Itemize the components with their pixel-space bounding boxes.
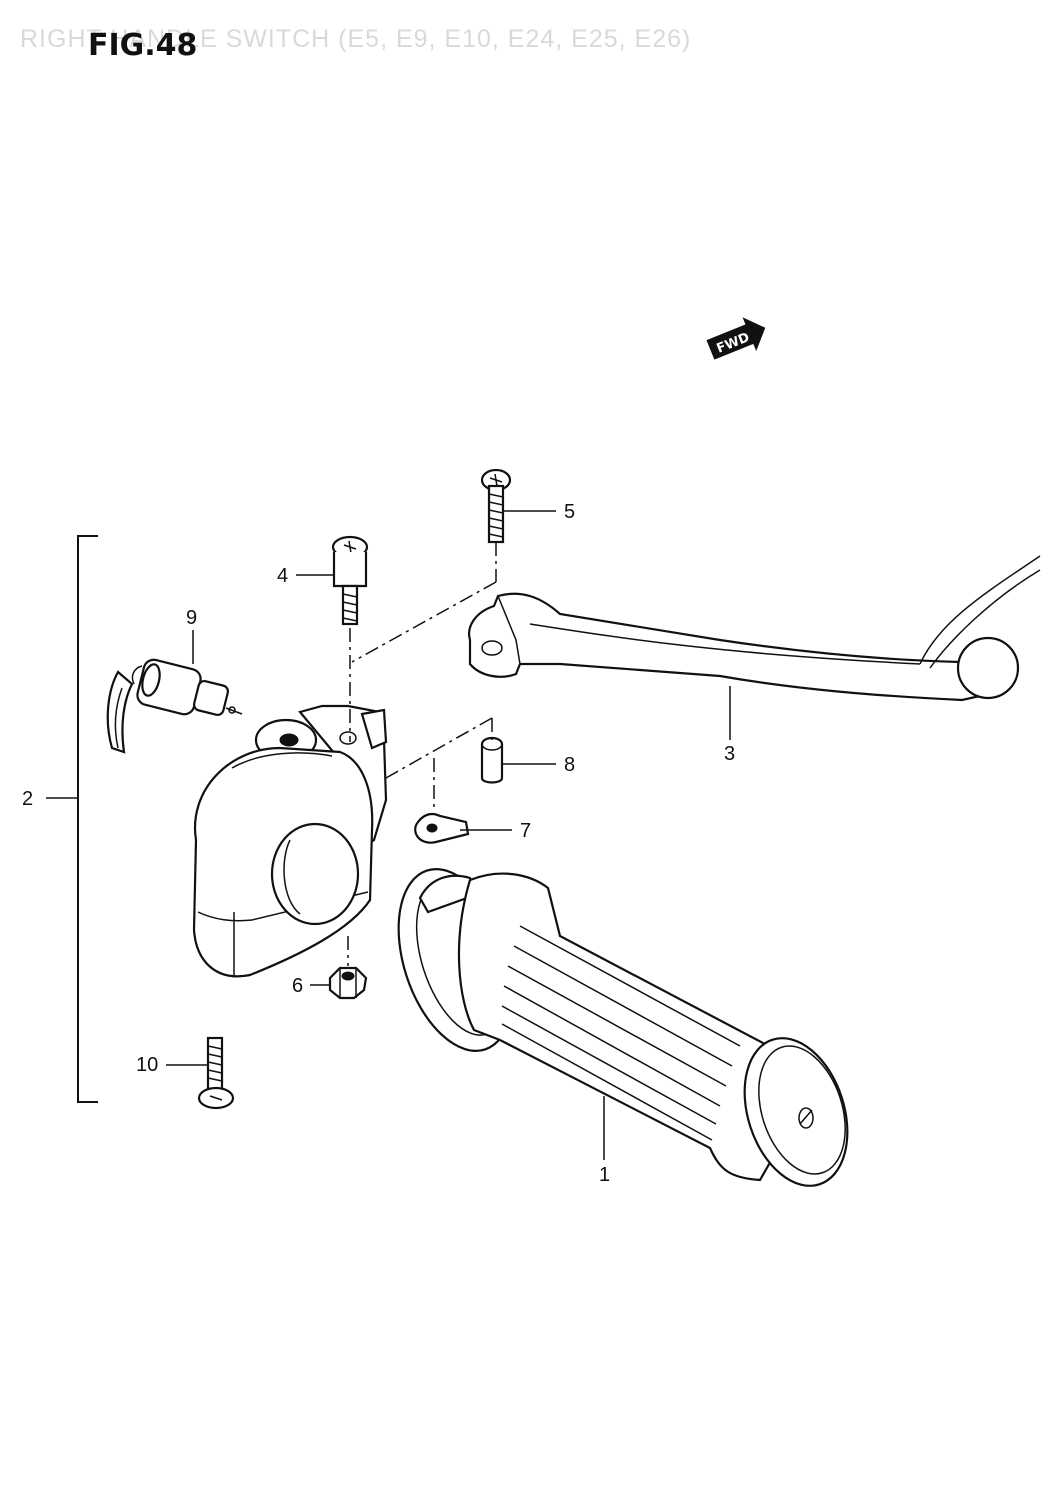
part-8-collar — [480, 736, 504, 784]
callout-7: 7 — [520, 820, 531, 842]
callout-8: 8 — [564, 754, 575, 776]
callout-5: 5 — [564, 501, 575, 523]
part-2-switch-housing — [192, 704, 388, 978]
part-7-tab-washer — [414, 812, 470, 844]
callout-9: 9 — [186, 607, 197, 629]
assembly-lines — [347, 542, 497, 966]
part-5-screw — [480, 468, 512, 544]
part-6-nut — [328, 966, 368, 1000]
figure-label: FIG.48 — [88, 28, 197, 63]
part-1-throttle-grip — [397, 868, 849, 1187]
callout-3: 3 — [724, 743, 735, 765]
assembly-bracket — [46, 535, 98, 1103]
callout-1: 1 — [599, 1164, 610, 1186]
leader-lines — [166, 510, 731, 1160]
callout-2: 2 — [22, 788, 33, 810]
callout-4: 4 — [277, 565, 288, 587]
faded-page-title: RIGHT HANDLE SWITCH (E5, E9, E10, E24, E… — [20, 25, 691, 53]
part-4-pivot-bolt — [331, 535, 369, 626]
callout-10: 10 — [136, 1054, 158, 1076]
part-10-screw — [197, 1036, 235, 1110]
callout-6: 6 — [292, 975, 303, 997]
forward-direction-arrow-icon: FWD — [706, 317, 766, 360]
part-3-brake-lever — [468, 555, 1041, 702]
part-9-switch-lead — [106, 658, 243, 754]
